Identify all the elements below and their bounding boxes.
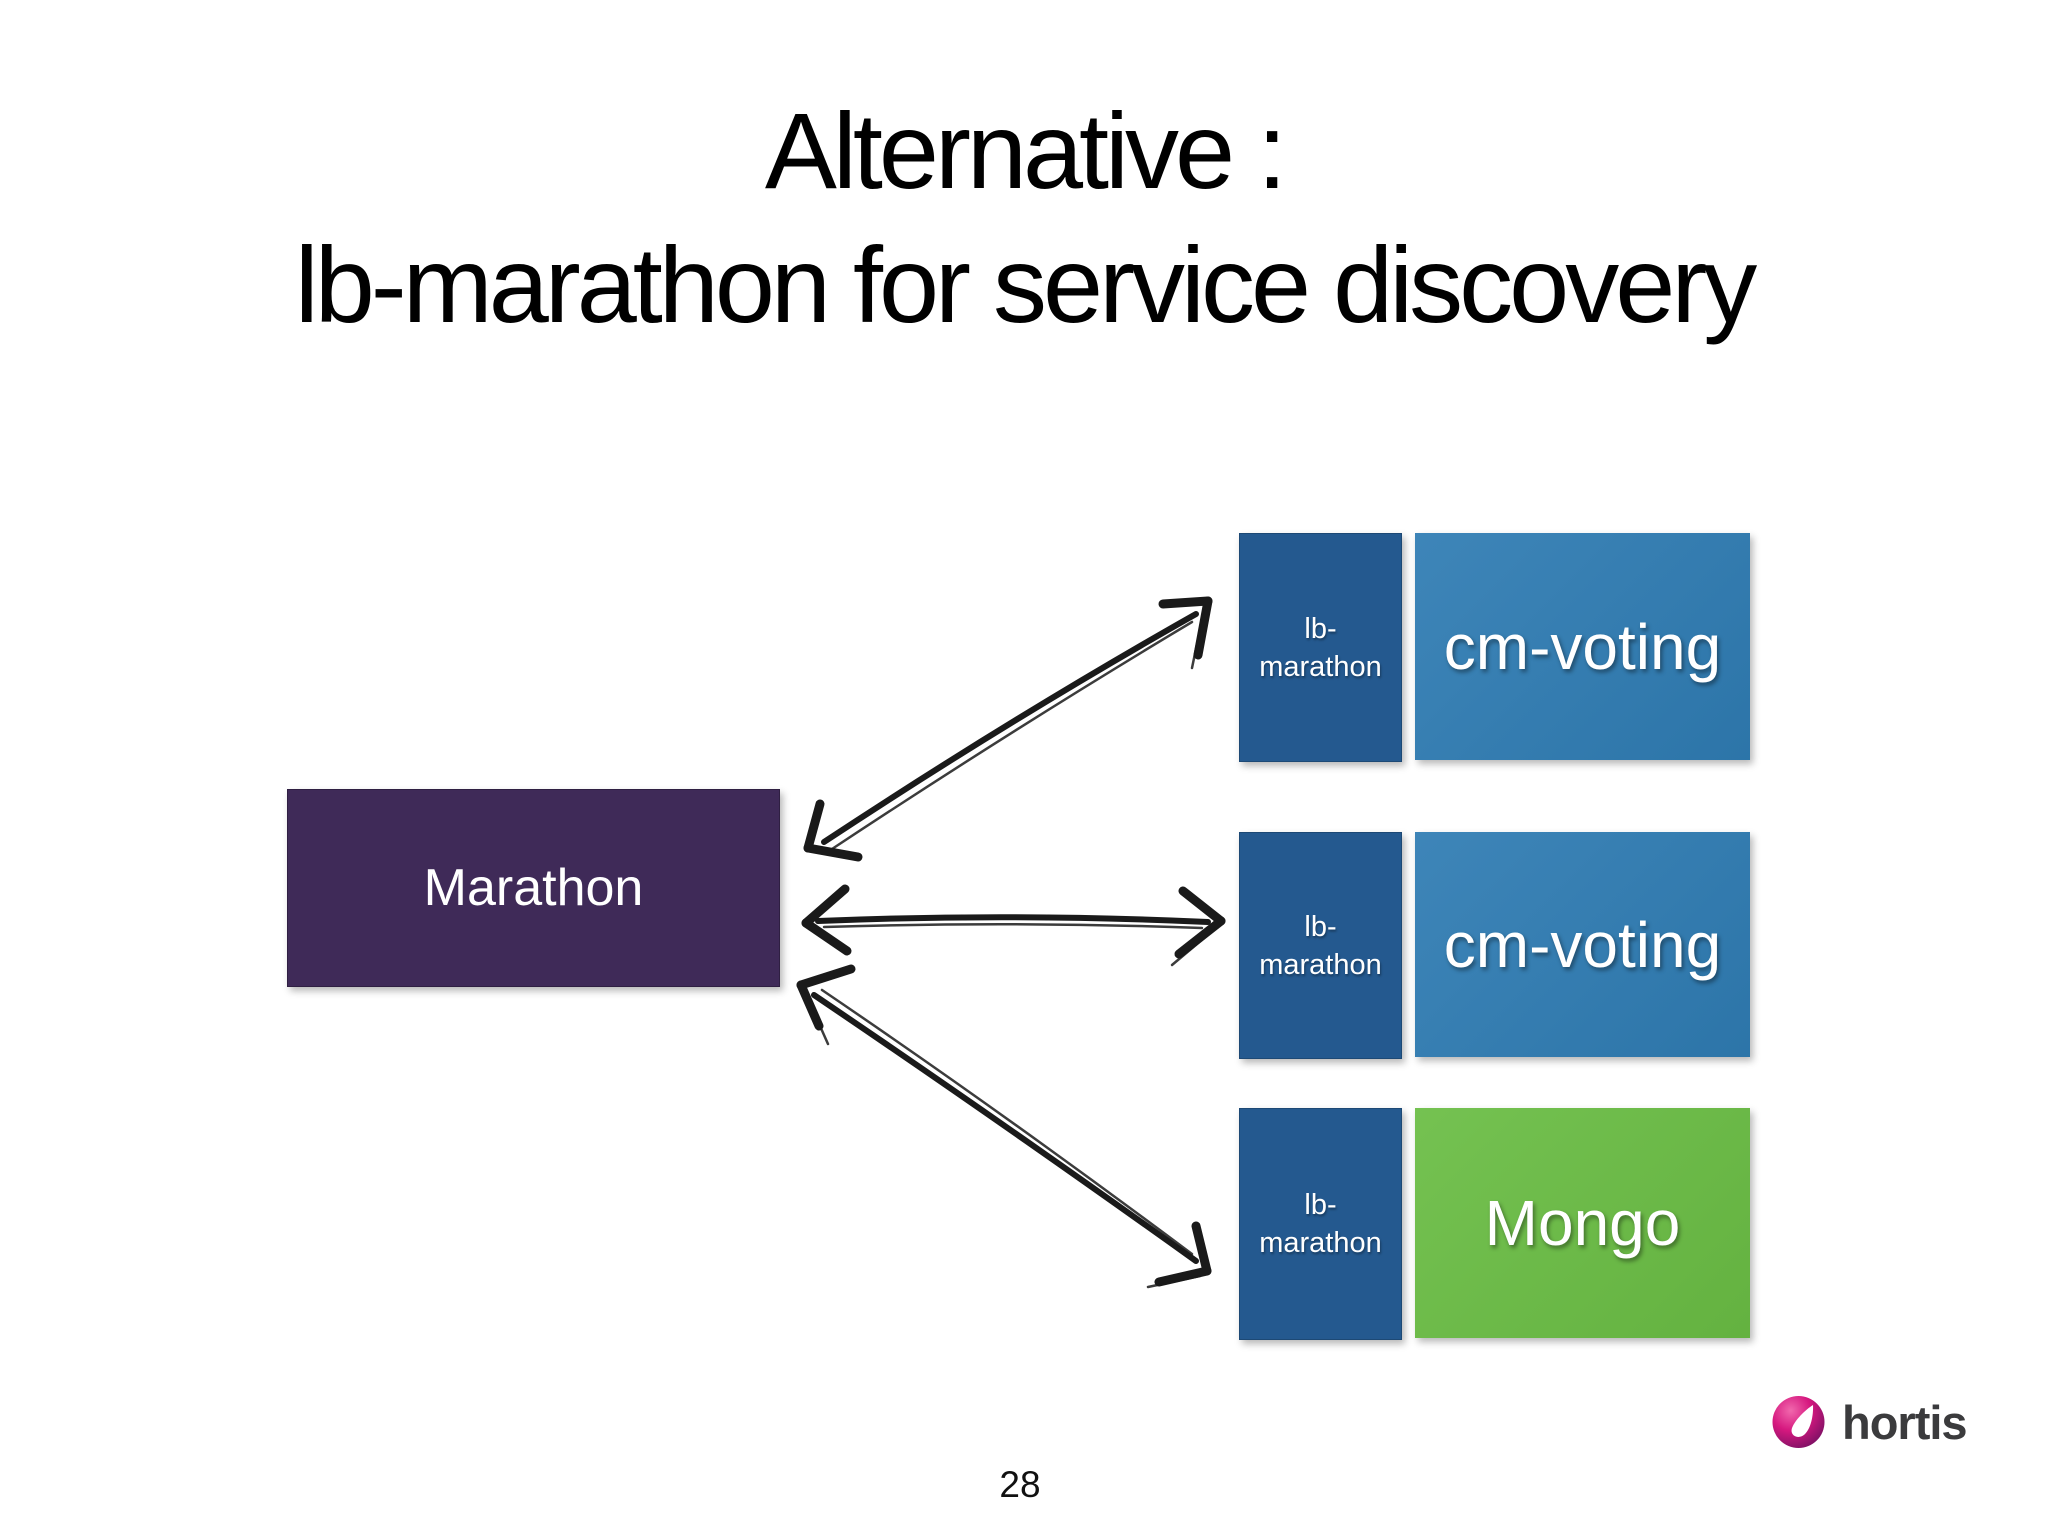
hortis-logo: hortis [1772,1394,1968,1450]
title-line-2: lb-marathon for service discovery [294,224,1758,345]
arrow-marathon-row1 [803,596,1213,862]
hortis-logo-icon [1772,1396,1825,1448]
service-box-cm-voting-2: cm-voting [1415,832,1750,1057]
lb-marathon-label-row1: lb- marathon [1259,612,1382,683]
lb-marathon-box-row3: lb- marathon [1239,1108,1402,1340]
hortis-logo-text: hortis [1842,1395,1968,1449]
lb-marathon-box-row1: lb- marathon [1239,533,1402,762]
arrow-marathon-row3 [796,964,1212,1289]
service-label: Mongo [1484,1187,1681,1259]
marathon-label: Marathon [423,859,644,917]
title-line-1: Alternative : [764,90,1287,211]
lb-marathon-box-row2: lb- marathon [1239,832,1402,1059]
service-box-cm-voting-1: cm-voting [1415,533,1750,760]
arrow-marathon-row2 [801,884,1226,967]
page-number: 28 [999,1464,1041,1505]
lb-marathon-label-row3: lb- marathon [1259,1189,1382,1259]
marathon-box: Marathon [287,789,780,987]
service-label: cm-voting [1443,908,1722,981]
service-box-mongo: Mongo [1415,1108,1750,1338]
slide-title: Alternative : lb-marathon for service di… [0,84,2048,352]
lb-marathon-label-row2: lb- marathon [1259,910,1382,981]
service-label: cm-voting [1443,610,1722,683]
